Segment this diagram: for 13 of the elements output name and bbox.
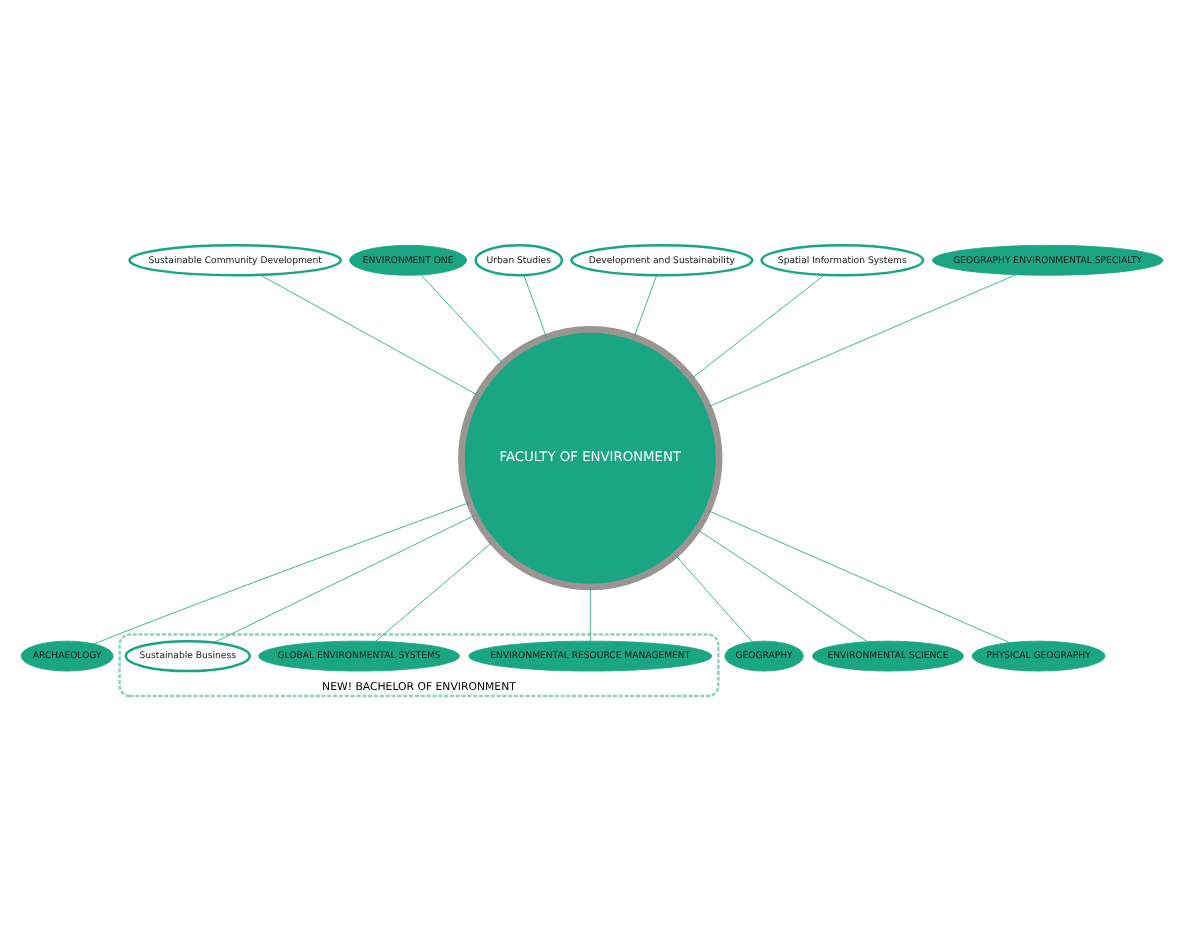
connector: [633, 275, 657, 338]
connector: [94, 502, 470, 645]
connector: [259, 274, 479, 396]
connector: [675, 554, 753, 643]
connector: [708, 274, 1017, 408]
connector: [707, 510, 1010, 643]
connector: [691, 274, 825, 379]
connector: [375, 541, 493, 642]
connector: [213, 515, 476, 643]
connector: [589, 586, 591, 642]
connector: [697, 529, 868, 642]
connector: [420, 274, 504, 364]
connector: [523, 274, 547, 338]
